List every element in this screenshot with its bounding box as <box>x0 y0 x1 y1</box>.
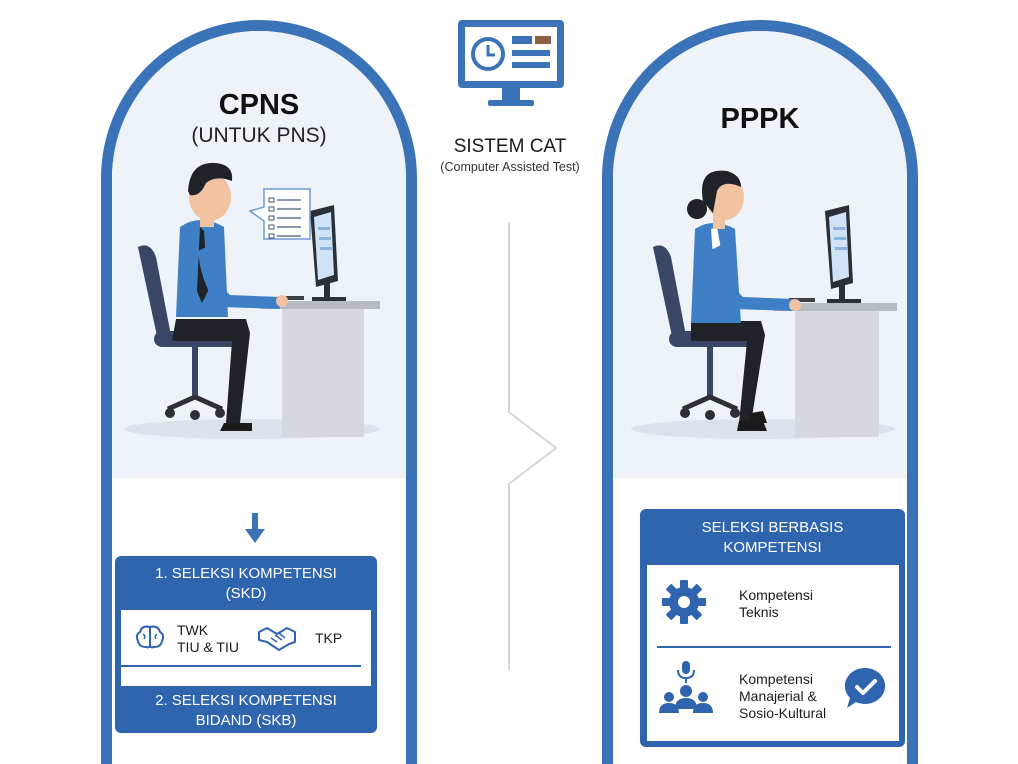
competency-header-line2: KOMPETENSI <box>723 539 822 556</box>
handshake-icon <box>258 627 296 651</box>
kompetensi-teknis-line2: Teknis <box>739 604 779 620</box>
brain-icon <box>135 625 165 649</box>
skb-line2: BIDAND (SKB) <box>195 712 297 729</box>
competency-header-line1: SELEKSI BERBASIS <box>701 519 844 536</box>
cpns-panel: CPNS (UNTUK PNS) <box>101 20 417 764</box>
skd-header-line2: (SKD) <box>225 585 267 602</box>
pppk-panel: PPPK <box>602 20 918 764</box>
chat-check-icon <box>844 667 886 708</box>
pppk-title: PPPK <box>720 103 800 135</box>
skd-items-panel: TWK TIU & TIU TKP <box>121 610 371 686</box>
kompetensi-manajerial-line3: Sosio-Kultural <box>739 705 827 721</box>
skb-line1: 2. SELEKSI KOMPETENSI <box>155 692 337 709</box>
divider-chevron-line <box>508 222 558 670</box>
competency-box: SELEKSI BERBASIS KOMPETENSI Kompetensi <box>640 509 905 747</box>
competency-items-panel: Kompetensi Teknis Kompetensi Manajerial … <box>647 565 899 741</box>
gear-icon <box>662 580 706 624</box>
cpns-title: CPNS <box>218 89 300 121</box>
tiu-label: TIU & TIU <box>177 639 239 655</box>
computer-monitor-icon <box>458 20 564 106</box>
arrow-down-icon <box>245 513 265 543</box>
sistem-cat-subtitle: (Computer Assisted Test) <box>440 160 580 174</box>
twk-label: TWK <box>177 622 209 638</box>
woman-at-computer-illustration <box>631 170 897 439</box>
kompetensi-manajerial-line2: Manajerial & <box>739 688 817 704</box>
cpns-subtitle: (UNTUK PNS) <box>191 124 327 147</box>
tkp-label: TKP <box>315 630 343 646</box>
team-microphone-icon <box>659 661 713 713</box>
skd-header-line1: 1. SELEKSI KOMPETENSI <box>155 565 337 582</box>
divider <box>657 646 891 648</box>
divider <box>121 665 361 667</box>
sistem-cat-title: SISTEM CAT <box>453 136 567 157</box>
man-at-computer-illustration <box>124 162 380 439</box>
kompetensi-teknis-line1: Kompetensi <box>739 587 813 603</box>
center-column: SISTEM CAT (Computer Assisted Test) <box>422 0 598 764</box>
skd-box: 1. SELEKSI KOMPETENSI (SKD) TWK TIU & TI… <box>115 556 377 733</box>
kompetensi-manajerial-line1: Kompetensi <box>739 671 813 687</box>
